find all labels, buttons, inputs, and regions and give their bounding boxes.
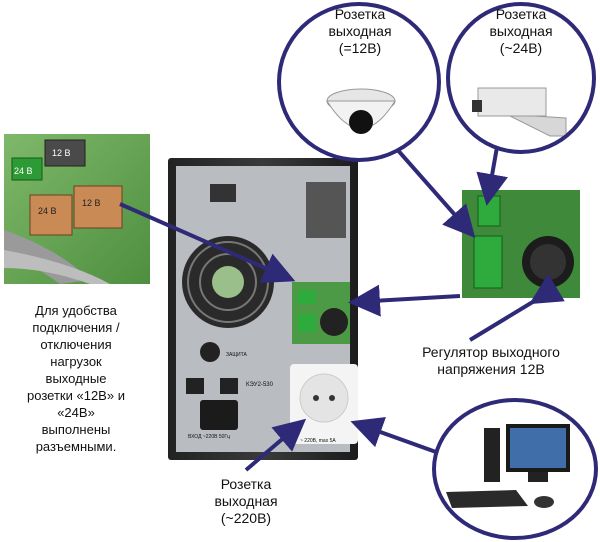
regulator-board [462, 190, 580, 298]
computer-circle [432, 398, 598, 540]
connector-24-label-top: 24 В [14, 166, 33, 176]
computer-icon [446, 424, 570, 508]
ups-output-label: ~ 220В, max 5А [300, 438, 336, 444]
connector-12-label: 12 В [82, 198, 101, 208]
ups-input-label: ВХОД ~220В 50Гц [188, 434, 230, 440]
connector-12-label-top: 12 В [52, 148, 71, 158]
connector-24-label: 24 В [38, 206, 57, 216]
ups-serial-label: КЭУ2-530 [246, 382, 273, 388]
ups-fuse-label: ЗАЩИТА [226, 352, 247, 358]
ups-unit [168, 158, 358, 460]
connector-photo [4, 134, 150, 284]
dome-camera-icon [326, 88, 396, 134]
dome-camera-circle [277, 2, 441, 162]
box-camera-circle [446, 2, 596, 154]
box-camera-icon [472, 87, 567, 137]
